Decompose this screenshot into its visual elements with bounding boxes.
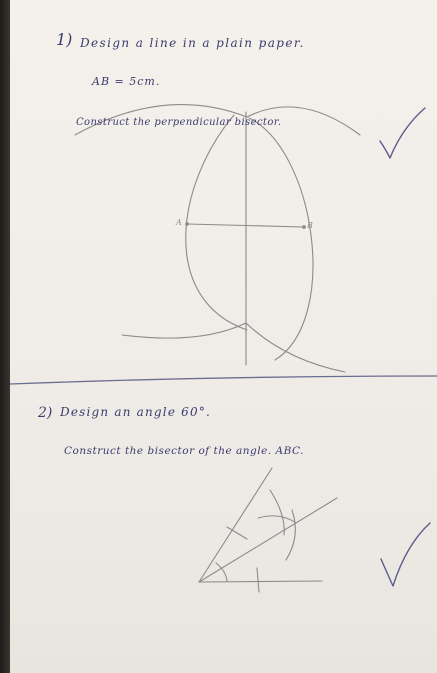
q2-construct-text: Construct the bisector of the angle. ABC… [64,445,305,457]
paper-sheet [10,0,437,673]
angle-base-ray [198,580,323,583]
check-mark-2 [380,522,431,587]
upper-ray-tick [226,526,248,540]
vertex-arc [215,562,228,582]
q1-instruction-text: Design a line in a plain paper. [80,36,305,50]
q1-length-text: AB = 5cm. [92,75,161,88]
swing-arc [269,489,285,536]
upper-arc-left [74,104,248,136]
lower-arc-right [245,322,346,373]
q2-number: 2) [38,405,53,421]
q1-construct-text: Construct the perpendicular bisector. [76,117,282,128]
q2-instruction-text: Design an angle 60°. [60,405,212,419]
upper-arc-right [246,106,361,136]
point-a-dot [185,222,189,226]
base-tick [256,567,260,593]
paper-shadow [0,0,10,673]
point-b-label: B [307,221,313,230]
point-a-label: A [176,218,182,227]
point-b-dot [302,225,306,229]
intersection-arc-upper [257,515,297,524]
check-mark-1 [379,107,426,159]
q1-number: 1) [56,30,73,49]
left-compass-arc [185,114,248,331]
angle-bisector-ray [198,497,338,583]
angle-upper-ray [198,467,273,583]
segment-ab [186,223,305,228]
lower-arc-left [121,322,247,339]
right-compass-arc [248,117,314,361]
section-divider [9,375,437,385]
intersection-arc-lower [285,509,296,561]
